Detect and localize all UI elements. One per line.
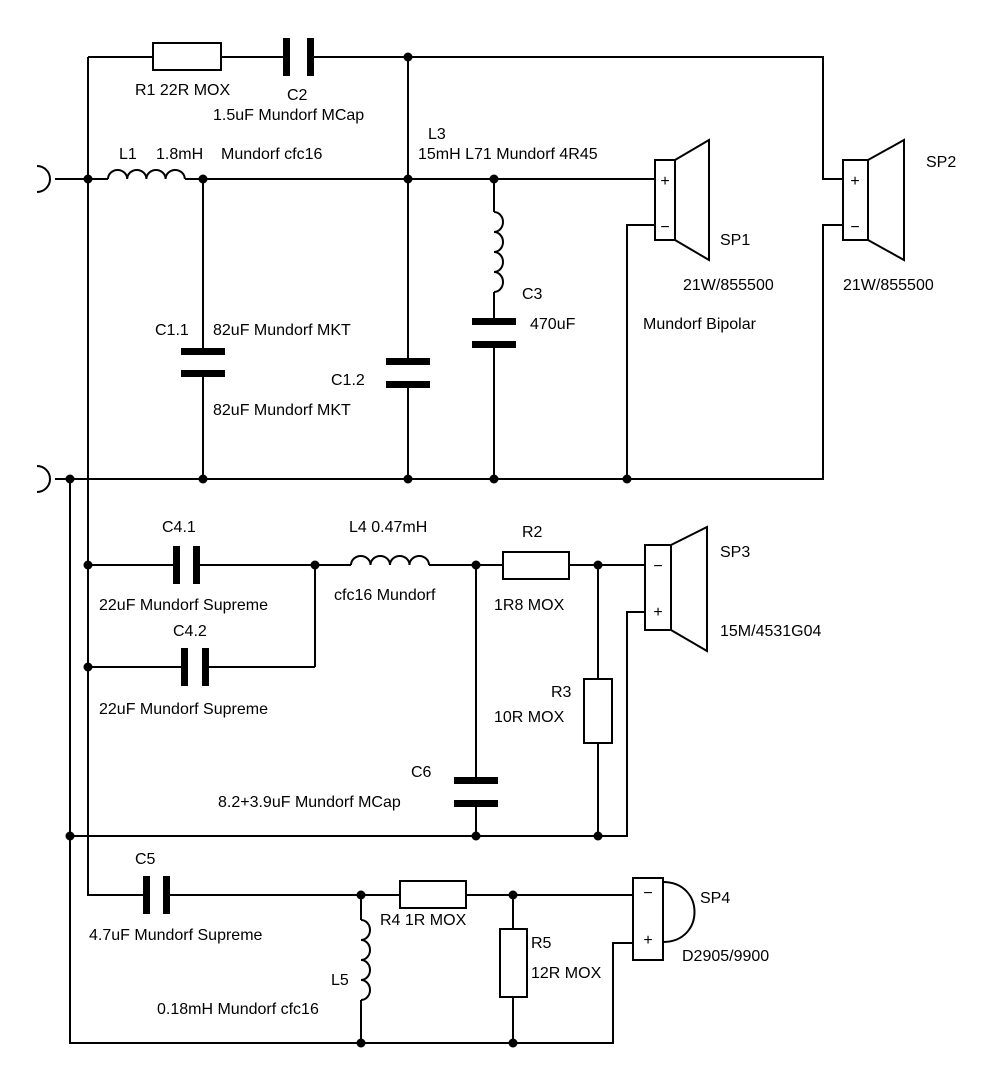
l1-brand: Mundorf cfc16 [221,146,322,163]
c3-ref: C3 [522,286,543,303]
resistor-r5 [499,928,528,998]
c4-1-value: 22uF Mundorf Supreme [99,597,268,614]
c2-value: 1.5uF Mundorf MCap [213,107,364,124]
c6-value: 8.2+3.9uF Mundorf MCap [218,794,401,811]
sp1-ref: SP1 [720,232,750,249]
resistor-r1 [152,42,222,71]
sp2-plus-mark: + [850,173,859,190]
capacitor-c2 [283,38,314,76]
input-terminal-negative [36,465,51,493]
speaker-sp2: + − [842,138,905,262]
capacitor-c3 [472,318,516,348]
r3-value: 10R MOX [494,709,565,726]
r1-label: R1 22R MOX [135,82,230,99]
c4-2-ref: C4.2 [173,623,207,640]
sp2-minus-mark: − [850,219,859,236]
capacitor-c1-2 [386,358,430,388]
sp3-minus-mark: − [653,558,662,575]
c1-2-ref: C1.2 [331,372,365,389]
c4-2-value: 22uF Mundorf Supreme [99,701,268,718]
speaker-sp4: − + [632,877,696,961]
sp1-minus-mark: − [660,219,669,236]
sp3-model: 15M/4531G04 [720,623,822,640]
l1-value: 1.8mH [156,146,203,163]
wiring [55,56,843,1044]
sp3-plus-mark: + [653,604,662,621]
sp4-minus-mark: − [643,885,652,902]
r5-ref: R5 [531,935,552,952]
sp2-ref: SP2 [926,154,956,171]
speaker-sp3: − + [644,525,708,653]
sp3-ref: SP3 [720,544,750,561]
sp2-model: 21W/855500 [843,277,934,294]
c1-1-value: 82uF Mundorf MKT [213,322,351,339]
l3-value: 15mH L71 Mundorf 4R45 [418,146,598,163]
capacitor-c5 [143,876,170,914]
sp4-model: D2905/9900 [682,948,769,965]
c1-2-value: 82uF Mundorf MKT [213,402,351,419]
inductor-l3 [493,211,504,293]
c6-ref: C6 [411,764,432,781]
l1-ref: L1 [119,146,137,163]
r2-value: 1R8 MOX [494,597,565,614]
l5-ref: L5 [331,972,349,989]
inductor-l4 [350,555,430,566]
r5-value: 12R MOX [531,965,602,982]
r2-ref: R2 [522,524,543,541]
input-terminal-positive [36,165,51,193]
capacitor-c4-1 [173,546,200,584]
sp1-model: 21W/855500 [683,277,774,294]
sp4-plus-mark: + [643,932,652,949]
c3-value: 470uF [530,316,576,333]
l4-ref: L4 0.47mH [349,519,427,536]
resistor-r4 [399,880,467,909]
c5-value: 4.7uF Mundorf Supreme [89,927,263,944]
c4-1-ref: C4.1 [162,519,196,536]
c5-ref: C5 [135,851,156,868]
sp1-plus-mark: + [660,173,669,190]
l3-ref: L3 [428,126,446,143]
l5-value: 0.18mH Mundorf cfc16 [157,1001,319,1018]
c2-ref: C2 [287,87,308,104]
sp1-note: Mundorf Bipolar [643,316,757,333]
speaker-sp1: + − [654,138,710,262]
capacitor-c6 [454,777,498,807]
resistor-r2 [502,551,570,580]
r4-label: R4 1R MOX [380,912,467,929]
r3-ref: R3 [551,684,572,701]
junctions [65,52,632,1048]
inductor-l1 [107,169,186,180]
inductor-l5 [360,919,371,1001]
resistor-r3 [583,678,613,744]
c1-1-ref: C1.1 [155,322,189,339]
capacitor-c4-2 [181,648,209,686]
sp4-ref: SP4 [700,890,730,907]
capacitor-c1-1 [181,348,225,377]
l4-value: cfc16 Mundorf [334,587,436,604]
